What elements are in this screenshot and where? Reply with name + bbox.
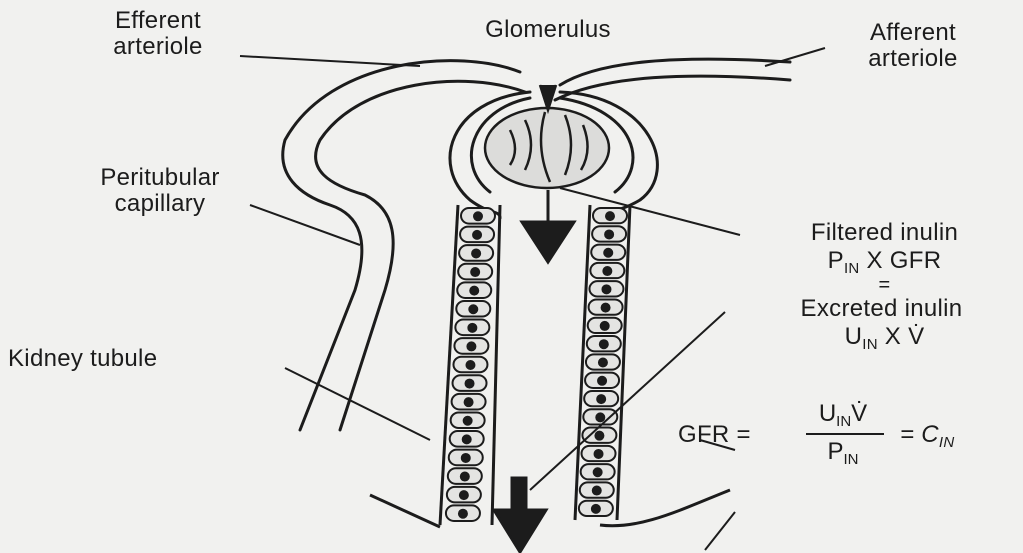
cell-nucleus — [470, 287, 478, 295]
eq-u-rest: X V̇ — [878, 323, 925, 350]
efferent-label-line1: Efferent — [78, 8, 238, 34]
leader-filtered — [560, 188, 740, 235]
afferent-label-line2: arteriole — [828, 46, 998, 72]
peritubular-label-line2: capillary — [55, 191, 265, 217]
cell-nucleus — [605, 230, 613, 238]
gfr-den-p: P — [827, 438, 843, 465]
eq-u: U — [845, 323, 863, 350]
eq-p: P — [828, 247, 844, 274]
tubule-cells-left — [446, 208, 495, 521]
fraction-bar — [806, 433, 884, 435]
cell-nucleus — [597, 395, 605, 403]
cell-nucleus — [466, 380, 474, 388]
cell-nucleus — [594, 468, 602, 476]
peritubular-capillary-label: Peritubular capillary — [55, 165, 265, 217]
cell-nucleus — [595, 432, 603, 440]
gfr-suffix: = CIN — [900, 422, 955, 456]
cell-nucleus — [464, 417, 472, 425]
kidney-tubule-label: Kidney tubule — [8, 346, 157, 372]
cell-nucleus — [460, 491, 468, 499]
cell-nucleus — [606, 212, 614, 220]
cell-nucleus — [592, 505, 600, 513]
gfr-numerator: UINV̇ — [798, 400, 888, 430]
leader-efferent — [240, 56, 420, 66]
filtration-arrow — [522, 190, 574, 262]
glomerulus-tuft — [485, 85, 609, 188]
gfr-num-sub: IN — [836, 413, 851, 430]
leader-excreted — [530, 312, 725, 490]
cell-nucleus — [472, 249, 480, 257]
cell-nucleus — [463, 435, 471, 443]
cell-nucleus — [604, 249, 612, 257]
gfr-prefix: GFR = — [678, 422, 751, 448]
afferent-arteriole-label: Afferent arteriole — [828, 20, 998, 72]
gfr-denominator: PIN — [798, 438, 888, 468]
efferent-label-line2: arteriole — [78, 34, 238, 60]
peritubular-label-line1: Peritubular — [55, 165, 265, 191]
cell-nucleus — [596, 413, 604, 421]
gfr-den-sub: IN — [844, 451, 859, 468]
leader-afferent — [765, 48, 825, 66]
cell-nucleus — [459, 510, 467, 518]
cell-nucleus — [469, 305, 477, 313]
glomerulus-label: Glomerulus — [438, 17, 658, 43]
gfr-suffix-c: = C — [900, 421, 939, 448]
cell-nucleus — [600, 340, 608, 348]
filtered-inulin-label: Filtered inulin — [746, 220, 1023, 246]
eq-p-rest: X GFR — [860, 247, 942, 274]
cell-nucleus — [466, 361, 474, 369]
excretion-arrow — [494, 478, 546, 552]
cell-nucleus — [465, 398, 473, 406]
cell-nucleus — [595, 450, 603, 458]
efferent-arteriole-label: Efferent arteriole — [78, 8, 238, 60]
cell-nucleus — [473, 231, 481, 239]
gfr-num-v: V̇ — [851, 400, 867, 427]
cell-nucleus — [593, 487, 601, 495]
cell-nucleus — [602, 285, 610, 293]
cell-nucleus — [462, 454, 470, 462]
cell-nucleus — [461, 473, 469, 481]
cell-nucleus — [601, 322, 609, 330]
cell-nucleus — [598, 377, 606, 385]
cell-nucleus — [474, 212, 482, 220]
afferent-arteriole-outer — [560, 59, 790, 85]
cell-nucleus — [467, 342, 475, 350]
cell-nucleus — [599, 359, 607, 367]
afferent-label-line1: Afferent — [828, 20, 998, 46]
cell-nucleus — [471, 268, 479, 276]
cell-nucleus — [603, 267, 611, 275]
gfr-fraction: UINV̇ PIN — [798, 400, 888, 480]
gfr-suffix-sub: IN — [939, 434, 955, 451]
cell-nucleus — [602, 304, 610, 312]
eq-u-sub: IN — [862, 336, 878, 353]
cell-nucleus — [468, 324, 476, 332]
gfr-num-u: U — [819, 400, 836, 427]
excreted-inulin-label: Excreted inulin — [740, 296, 1023, 322]
excreted-inulin-equation: UIN X V̇ — [746, 324, 1023, 358]
